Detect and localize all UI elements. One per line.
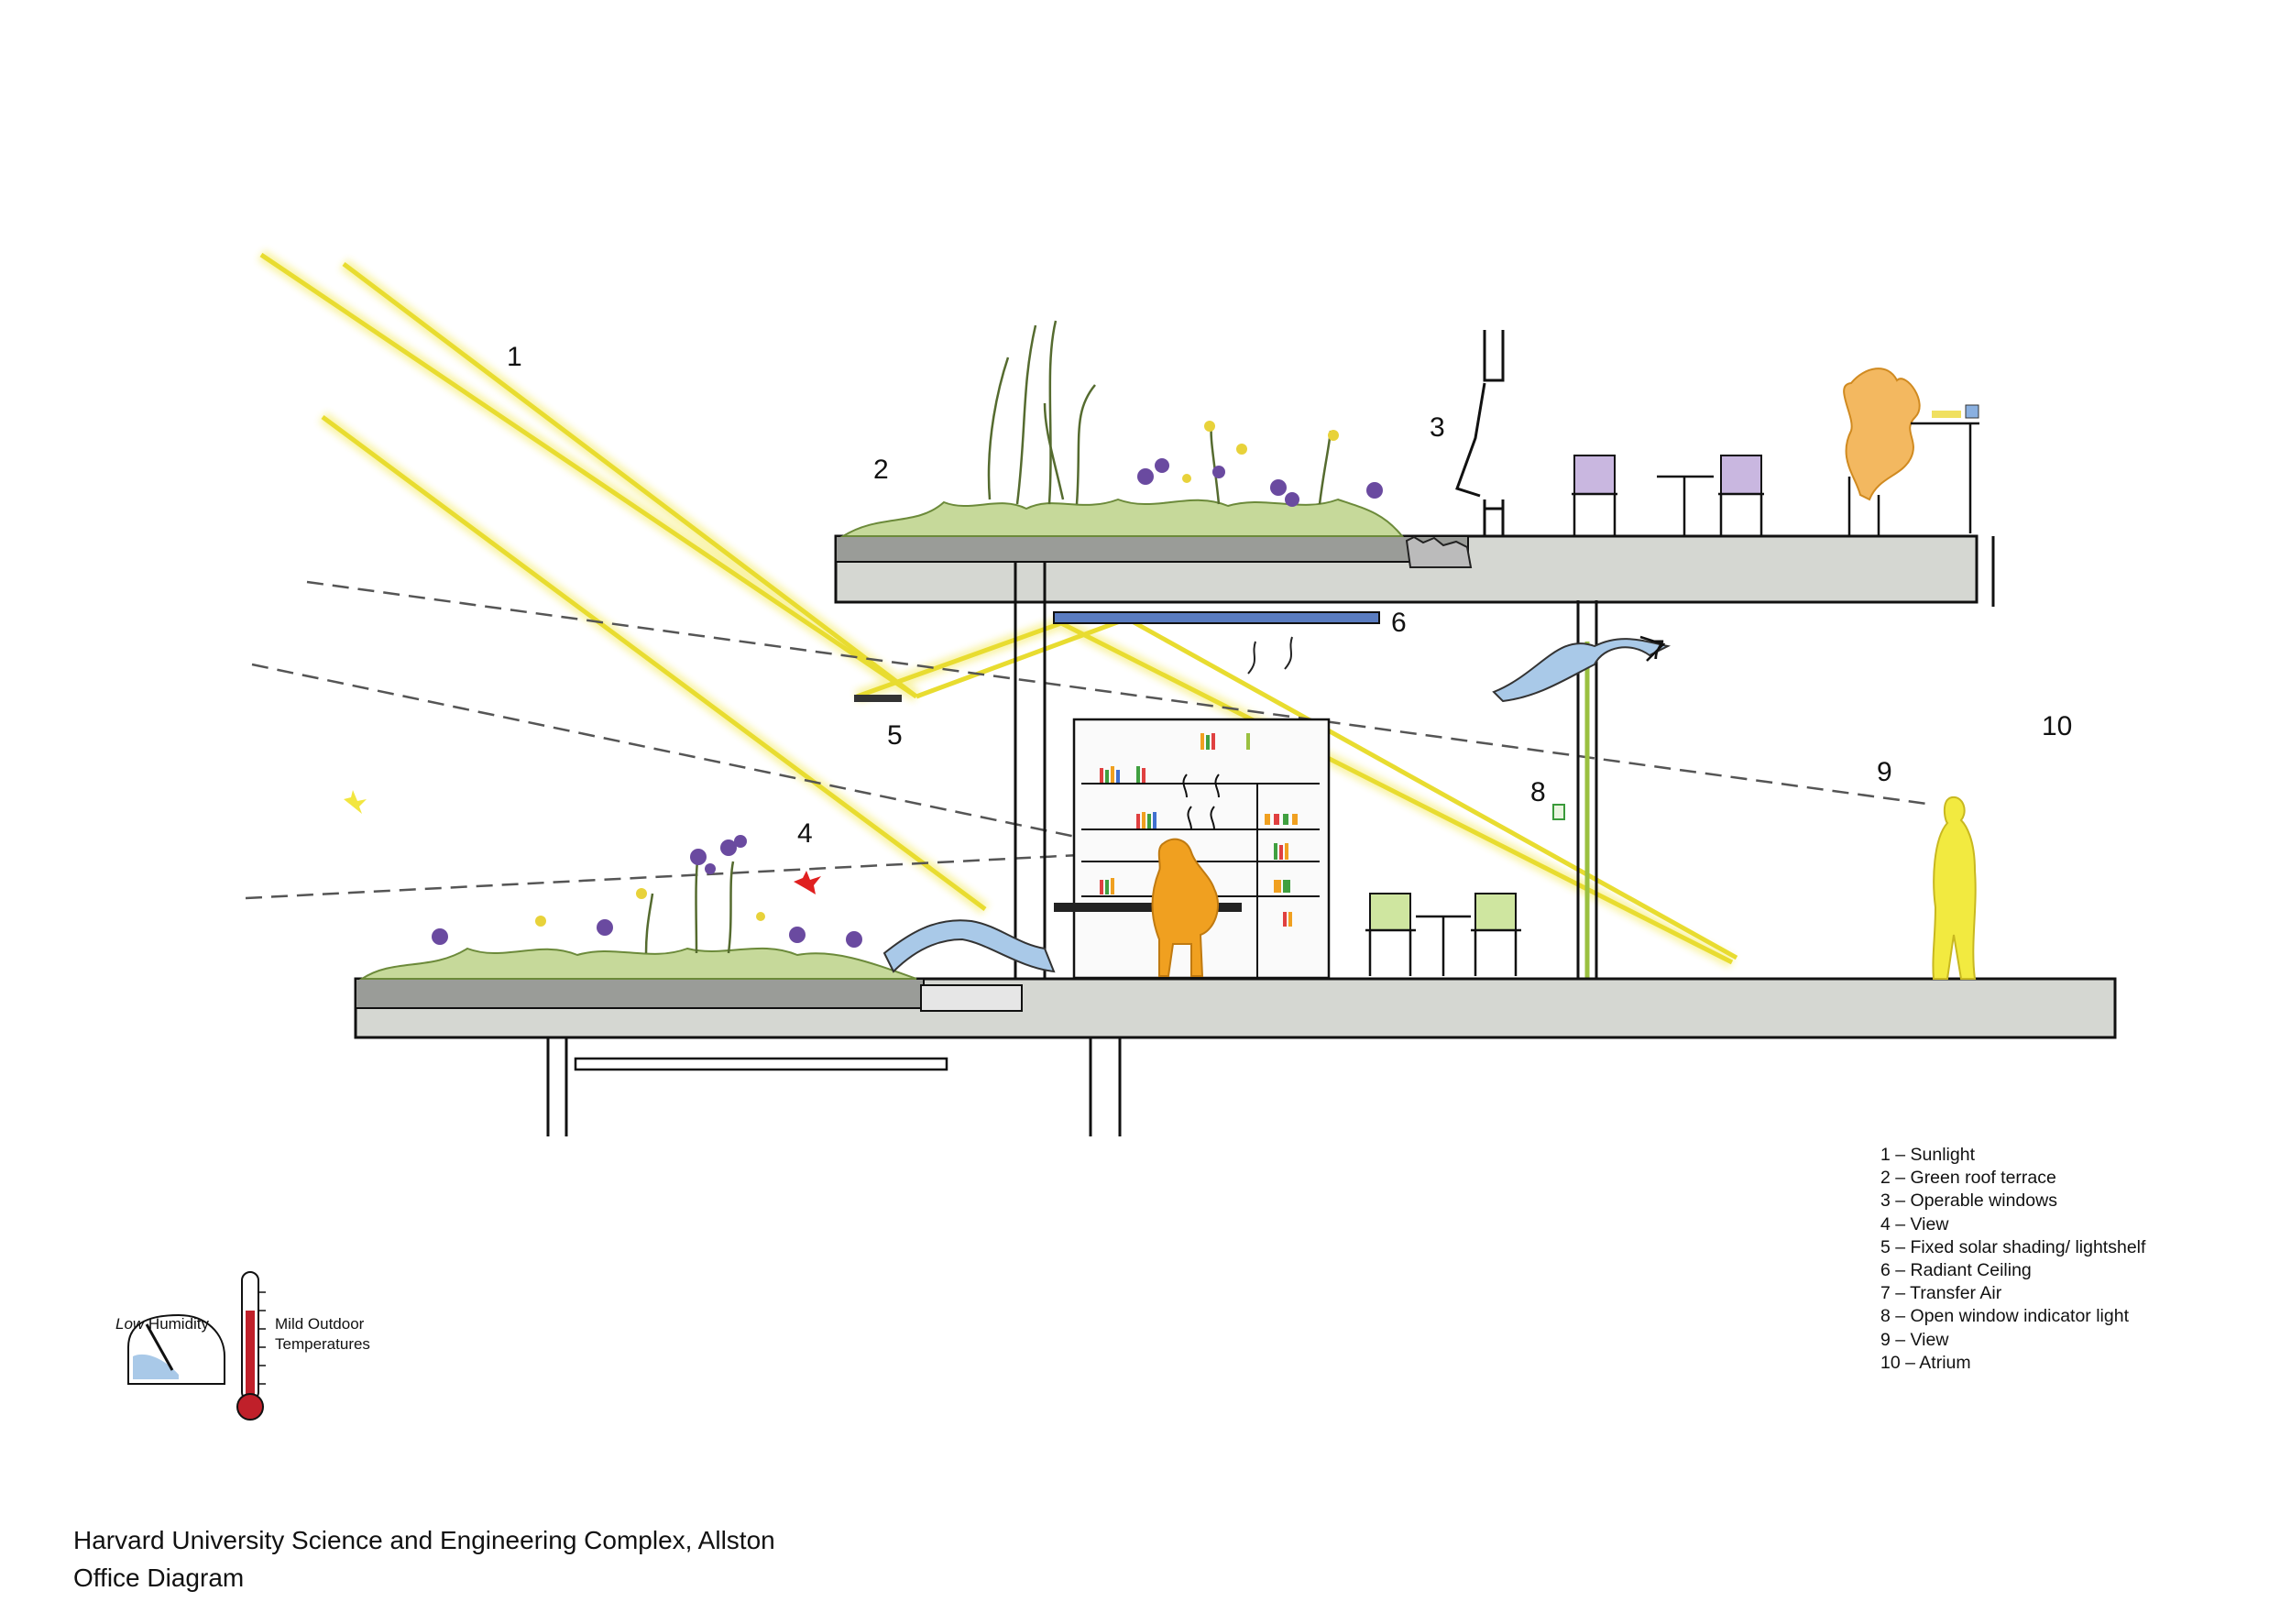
callout-9: 9 — [1877, 757, 1892, 787]
sunlight-rays — [258, 249, 1738, 969]
legend-item: 4 – View — [1880, 1213, 1949, 1234]
temperature-label: Mild Outdoor Temperatures — [275, 1314, 370, 1355]
upper-slab — [834, 534, 1995, 607]
callout-5: 5 — [887, 720, 903, 751]
transfer-air — [1492, 635, 1672, 703]
legend-item: 5 – Fixed solar shading/ lightshelf — [1880, 1236, 2146, 1257]
callout-3: 3 — [1430, 412, 1445, 443]
legend-item: 9 – View — [1880, 1329, 1949, 1350]
hygrometer-icon — [127, 1313, 225, 1385]
lower-furniture — [1365, 893, 1521, 976]
callout-7: 7 — [1650, 635, 1665, 665]
humidity-word: Humidity — [144, 1315, 210, 1333]
legend-item: 10 – Atrium — [1880, 1352, 1971, 1373]
structure-lines — [546, 561, 1598, 1136]
humidity-low: Low — [115, 1315, 145, 1333]
office-worker — [1054, 838, 1242, 977]
legend-item: 8 – Open window indicator light — [1880, 1306, 2129, 1327]
callout-2: 2 — [873, 455, 889, 485]
legend-item: 7 – Transfer Air — [1880, 1283, 2002, 1304]
legend: 1 – Sunlight 2 – Green roof terrace 3 – … — [1880, 1144, 2145, 1375]
legend-item: 6 – Radiant Ceiling — [1880, 1260, 2032, 1281]
window-indicator-light — [1552, 642, 1590, 979]
temperature-line-1: Mild Outdoor — [275, 1315, 365, 1333]
caption-title: Harvard University Science and Engineeri… — [73, 1526, 775, 1554]
legend-item: 1 – Sunlight — [1880, 1145, 1975, 1165]
humidity-label: Low Humidity — [115, 1314, 209, 1334]
upper-terrace-furniture — [1572, 368, 1979, 536]
thermometer-icon — [236, 1271, 266, 1421]
callout-8: 8 — [1530, 777, 1546, 807]
upper-green-roof — [839, 320, 1405, 537]
operable-window — [1455, 330, 1505, 536]
lightshelf — [854, 695, 902, 702]
caption: Harvard University Science and Engineeri… — [73, 1521, 775, 1597]
lower-green-roof — [358, 835, 917, 980]
callout-1: 1 — [507, 342, 522, 372]
legend-item: 3 – Operable windows — [1880, 1191, 2057, 1212]
callout-10: 10 — [2042, 711, 2073, 741]
lower-slab — [354, 977, 2117, 1039]
legend-item: 2 – Green roof terrace — [1880, 1168, 2056, 1189]
butterflies — [344, 790, 821, 894]
callout-4: 4 — [797, 818, 813, 849]
temperature-line-2: Temperatures — [275, 1335, 370, 1353]
atrium-person — [1932, 796, 1977, 980]
callout-6: 6 — [1391, 608, 1407, 638]
radiant-ceiling — [1053, 611, 1380, 675]
caption-subtitle: Office Diagram — [73, 1564, 245, 1592]
